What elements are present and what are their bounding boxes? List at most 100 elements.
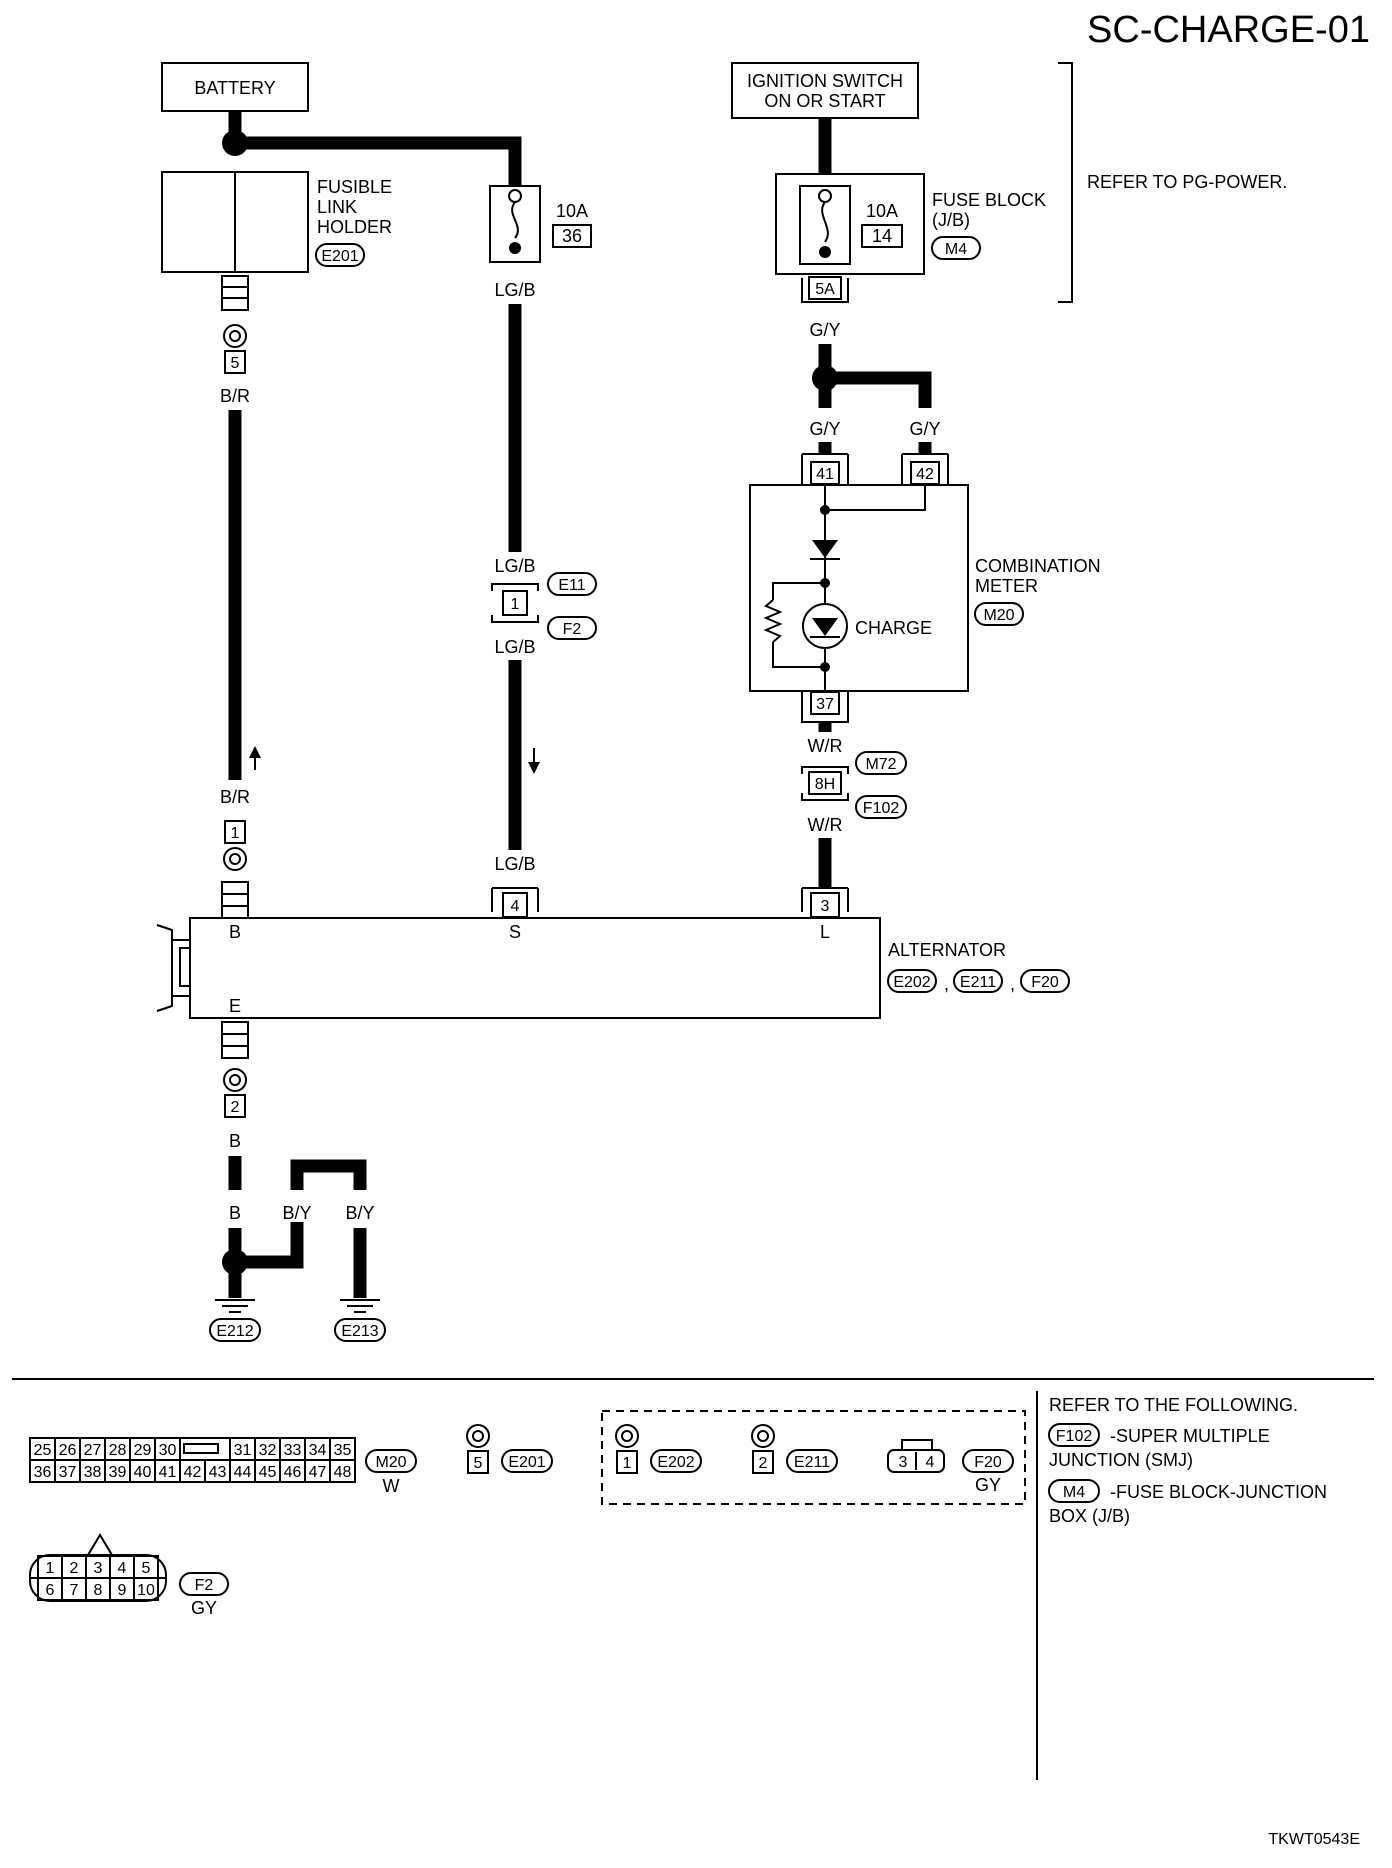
refer-item2-conn: M4 (1063, 1484, 1085, 1501)
pin-number: 27 (84, 1442, 102, 1459)
f20-view-pin-4: 4 (926, 1454, 935, 1471)
connector-f102-label: F102 (863, 800, 900, 817)
refer-following-legend: REFER TO THE FOLLOWING. F102 -SUPER MULT… (1048, 1395, 1327, 1526)
fusible-link-label-2: LINK (317, 197, 357, 217)
pin-number: 25 (34, 1442, 52, 1459)
wire-b-r-bottom: B/R (220, 787, 250, 807)
alternator: B S L E ALTERNATOR E202 , E211 , F20 (156, 917, 1070, 1019)
fuse-block-label-1: FUSE BLOCK (932, 190, 1046, 210)
refer-item2-line2: BOX (J/B) (1049, 1506, 1130, 1526)
pin-number: 35 (334, 1442, 352, 1459)
pin-number: 39 (109, 1464, 127, 1481)
wire-lg-b-1: LG/B (494, 280, 535, 300)
pin-number: 37 (59, 1464, 77, 1481)
m20-view-label: M20 (375, 1454, 406, 1471)
fuse-36-rating: 10A (556, 201, 588, 221)
pin-number: 4 (118, 1560, 127, 1577)
wire-w-r-2: W/R (808, 815, 843, 835)
f2-view-label: F2 (195, 1577, 214, 1594)
pin-number: 43 (209, 1464, 227, 1481)
alternator-term-s: S (509, 922, 521, 942)
fusible-link-holder: FUSIBLE LINK HOLDER E201 (161, 171, 392, 273)
pin-number: 45 (259, 1464, 277, 1481)
connector-view-e211: 2 E211 (751, 1424, 838, 1474)
connector-e11-label: E11 (558, 577, 585, 594)
alternator-term-l: L (820, 922, 830, 942)
pin-2: 2 (231, 1099, 240, 1116)
wire-lg-b-3: LG/B (494, 637, 535, 657)
connector-view-f20: 3 4 F20 GY (887, 1439, 1014, 1495)
wire-b-y-2: B/Y (345, 1203, 374, 1223)
connector-view-e201: 5 E201 (466, 1424, 553, 1474)
pin-number: 34 (309, 1442, 327, 1459)
fuse-block-label-2: (J/B) (932, 210, 970, 230)
page-title: SC-CHARGE-01 (1087, 9, 1370, 51)
figure-code: TKWT0543E (1268, 1831, 1360, 1848)
pin-1-b: 1 (231, 825, 240, 842)
e202-view-label: E202 (657, 1454, 694, 1471)
connector-e211-label: E211 (960, 974, 996, 991)
alternator-label: ALTERNATOR (888, 940, 1006, 960)
pin-number: 42 (184, 1464, 202, 1481)
f20-view-pin-3: 3 (899, 1454, 908, 1471)
combination-meter-label-1: COMBINATION (975, 556, 1101, 576)
fuse-block: 10A 14 FUSE BLOCK (J/B) M4 (775, 173, 1046, 275)
alternator-sep-2: , (1010, 974, 1015, 994)
alternator-connectors-group (601, 1410, 1026, 1505)
fuse-14-number: 14 (872, 226, 892, 246)
alternator-term-e: E (229, 996, 241, 1016)
ignition-switch-block: IGNITION SWITCH ON OR START (731, 62, 919, 119)
wire-lg-b-2: LG/B (494, 556, 535, 576)
pin-number: 9 (118, 1582, 127, 1599)
wire-g-y-3: G/Y (909, 419, 940, 439)
ground-e212-icon (215, 1299, 255, 1313)
connector-m4-label: M4 (945, 241, 967, 258)
wire-b-y-1: B/Y (282, 1203, 311, 1223)
pin-41: 41 (816, 466, 834, 483)
pin-number: 33 (284, 1442, 302, 1459)
wire-b-1: B (229, 1131, 241, 1151)
pin-number: 5 (142, 1560, 151, 1577)
pin-number: 38 (84, 1464, 102, 1481)
pin-cell (329, 1459, 356, 1483)
wire-lg-b-4: LG/B (494, 854, 535, 874)
pin-number: 31 (234, 1442, 252, 1459)
connector-m72-label: M72 (865, 756, 896, 773)
e202-view-pin: 1 (623, 1455, 632, 1472)
pin-number: 1 (46, 1560, 55, 1577)
refer-item1-line1: -SUPER MULTIPLE (1110, 1426, 1270, 1446)
fuse-36: 10A 36 (489, 185, 592, 263)
connector-view-e202: 1 E202 (615, 1424, 702, 1474)
connector-e202-label: E202 (893, 974, 930, 991)
ignition-label-1: IGNITION SWITCH (747, 71, 903, 91)
ground-e213-icon (340, 1299, 380, 1313)
pin-number: 32 (259, 1442, 277, 1459)
battery-label: BATTERY (194, 78, 275, 98)
wire-w-r-1: W/R (808, 736, 843, 756)
pin-number: 28 (109, 1442, 127, 1459)
ignition-label-2: ON OR START (764, 91, 885, 111)
pin-number: 26 (59, 1442, 77, 1459)
pin-8h: 8H (815, 776, 835, 793)
f20-view-label: F20 (974, 1454, 1002, 1471)
pin-number: 10 (137, 1582, 155, 1599)
pin-1-e11: 1 (511, 596, 520, 613)
connector-e201-label: E201 (321, 248, 358, 265)
pin-number: 36 (34, 1464, 52, 1481)
wire-g-y-2: G/Y (809, 419, 840, 439)
fuse-14-rating: 10A (866, 201, 898, 221)
fuse-36-number: 36 (562, 226, 582, 246)
pin-number: 6 (46, 1582, 55, 1599)
pin-number: 2 (70, 1560, 79, 1577)
e211-view-pin: 2 (759, 1455, 768, 1472)
wire-b-2: B (229, 1203, 241, 1223)
m20-view-color: W (383, 1476, 400, 1496)
pin-number: 8 (94, 1582, 103, 1599)
pin-number: 46 (284, 1464, 302, 1481)
alternator-term-b: B (229, 922, 241, 942)
